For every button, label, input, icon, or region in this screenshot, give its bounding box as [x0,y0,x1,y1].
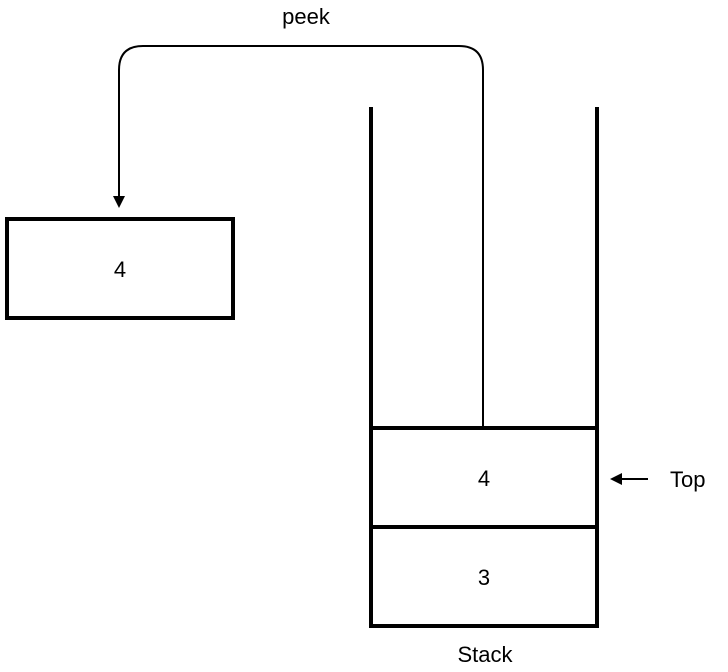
stack-item-top-value: 4 [478,466,490,491]
peek-label: peek [282,4,331,29]
stack-item-bottom [369,525,599,628]
peek-arrow [113,45,484,428]
peek-result-box [5,217,235,320]
stack-item-top [369,426,599,529]
top-pointer-label: Top [670,467,705,492]
peek-result-value: 4 [114,257,126,282]
stack-item-bottom-value: 3 [478,565,490,590]
stack-label: Stack [457,642,513,667]
